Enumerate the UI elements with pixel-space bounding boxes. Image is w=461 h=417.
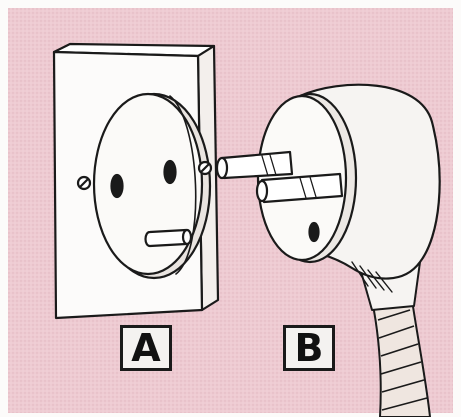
plug-pin-lower-tip [257,181,267,201]
screw-icon [199,162,211,174]
label-plug-b: B [283,325,335,371]
socket-earth-pin-tip [183,230,191,244]
label-socket-a: A [120,325,172,371]
plug-pin-lower [262,174,342,202]
socket-hole-right [165,161,176,183]
plug-pin-upper-tip [217,158,227,178]
plug-earth-hole [310,223,319,241]
wall-socket-icon [54,44,218,318]
screw-icon [78,177,90,189]
socket-face [94,94,202,274]
socket-hole-left [112,175,123,197]
